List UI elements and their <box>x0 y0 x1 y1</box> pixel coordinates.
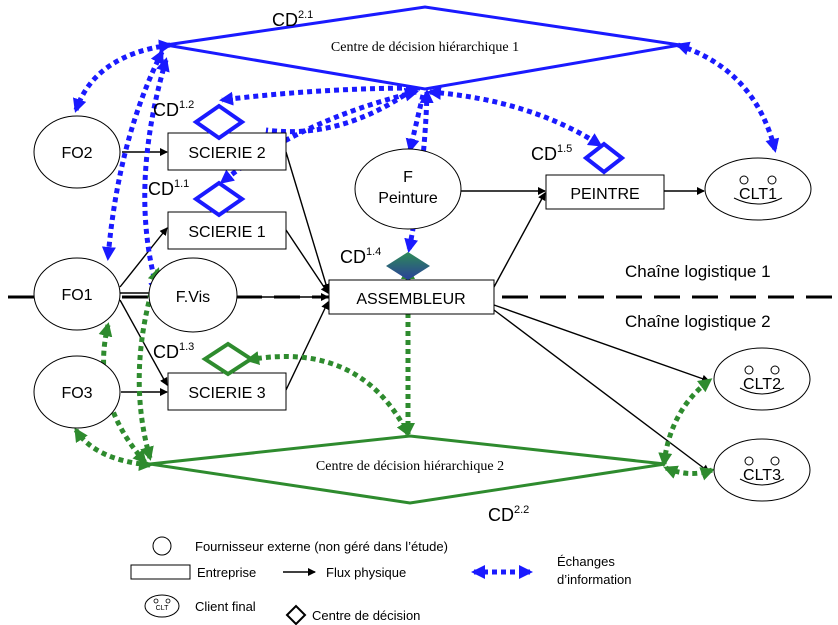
cd13-diamond <box>201 341 255 377</box>
info-cd21-cd15 <box>427 85 603 148</box>
cd15-diamond <box>582 141 626 175</box>
supplier-fo3-label: FO3 <box>61 385 92 402</box>
flow-assembleur-peintre <box>493 192 546 288</box>
flow-scierie3-assembleur <box>285 301 329 391</box>
legend-supplier-symbol <box>152 536 172 556</box>
hierarchical-center-1-diamond <box>165 5 681 91</box>
supplier-fpeinture: F Peinture <box>354 148 462 230</box>
client-clt2: CLT2 <box>713 347 811 411</box>
supplier-fo1: FO1 <box>33 257 121 331</box>
info-cd22-fo3 <box>73 427 153 471</box>
legend-info-exchange-text-2: d’information <box>557 572 631 587</box>
cd14-label: CD1.4 <box>340 246 381 267</box>
legend: Fournisseur externe (non géré dans l’étu… <box>130 536 631 625</box>
legend-enterprise-symbol <box>130 564 191 580</box>
cd13-label: CD1.3 <box>153 341 194 362</box>
chain1-label: Chaîne logistique 1 <box>625 262 771 281</box>
enterprise-scierie2: SCIERIE 2 <box>167 132 287 171</box>
cd12-label: CD1.2 <box>153 99 194 120</box>
info-cd21-cd14 <box>404 89 434 253</box>
supplier-fvis-label: F.Vis <box>176 289 210 306</box>
legend-info-exchange-text-1: Échanges <box>557 554 615 569</box>
legend-decision-center-text: Centre de décision <box>312 608 420 623</box>
client-clt1: CLT1 <box>704 157 812 221</box>
supplier-fvis: F.Vis <box>148 257 238 333</box>
legend-decision-center-symbol <box>285 604 307 625</box>
info-cd13-cd22 <box>245 351 411 437</box>
enterprise-scierie2-label: SCIERIE 2 <box>188 145 265 162</box>
enterprise-scierie1-label: SCIERIE 1 <box>188 224 265 241</box>
legend-physical-flow-text: Flux physique <box>326 565 406 580</box>
enterprise-peintre-label: PEINTRE <box>570 186 639 203</box>
flow-assembleur-clt2 <box>493 304 710 383</box>
cd14-diamond <box>386 252 430 280</box>
cd22-label: CD2.2 <box>488 504 529 525</box>
supplier-fo2-label: FO2 <box>61 145 92 162</box>
client-clt3-label: CLT3 <box>743 467 781 484</box>
info-cd21-fpeinture <box>405 94 426 153</box>
legend-client-text: Client final <box>195 599 256 614</box>
info-cd21-cd12 <box>219 81 423 106</box>
flow-scierie1-assembleur <box>285 229 329 294</box>
legend-supplier-text: Fournisseur externe (non géré dans l’étu… <box>195 539 448 554</box>
flow-scierie2-assembleur <box>285 151 330 292</box>
client-clt3: CLT3 <box>713 438 811 502</box>
legend-client-symbol <box>144 594 180 618</box>
legend-enterprise-text: Entreprise <box>197 565 256 580</box>
supplier-fo1-label: FO1 <box>61 287 92 304</box>
enterprise-scierie3: SCIERIE 3 <box>167 372 287 411</box>
supplier-fo2: FO2 <box>33 115 121 189</box>
info-cd22-clt3 <box>663 465 715 481</box>
enterprise-scierie3-label: SCIERIE 3 <box>188 385 265 402</box>
cd11-diamond <box>192 180 246 218</box>
hierarchical-center-2-label: Centre de décision hiérarchique 2 <box>316 459 504 474</box>
supplier-fpeinture-label-2: Peinture <box>378 190 438 207</box>
cd12-diamond <box>192 103 246 141</box>
info-cd21-fo1 <box>101 49 165 261</box>
cd21-label: CD2.1 <box>272 9 313 30</box>
info-cd22-clt2 <box>658 378 713 467</box>
client-clt1-label: CLT1 <box>739 186 777 203</box>
info-cd21-cd13 <box>265 87 414 135</box>
enterprise-peintre: PEINTRE <box>545 174 665 210</box>
cd15-label: CD1.5 <box>531 143 572 164</box>
client-clt2-label: CLT2 <box>743 376 781 393</box>
info-cd21-fvis <box>142 57 170 295</box>
supplier-fpeinture-label-1: F <box>403 169 413 186</box>
legend-client-icon-text: CLT <box>156 605 169 612</box>
hierarchical-center-2-diamond <box>149 434 666 505</box>
cd11-label: CD1.1 <box>148 178 189 199</box>
enterprise-scierie1: SCIERIE 1 <box>167 211 287 250</box>
enterprise-assembleur-label: ASSEMBLEUR <box>356 291 465 308</box>
enterprise-assembleur: ASSEMBLEUR <box>328 279 495 315</box>
supplier-fo3: FO3 <box>33 355 121 429</box>
chain2-label: Chaîne logistique 2 <box>625 312 771 331</box>
info-cd21-clt1 <box>675 41 780 153</box>
hierarchical-center-1-label: Centre de décision hiérarchique 1 <box>331 40 519 55</box>
